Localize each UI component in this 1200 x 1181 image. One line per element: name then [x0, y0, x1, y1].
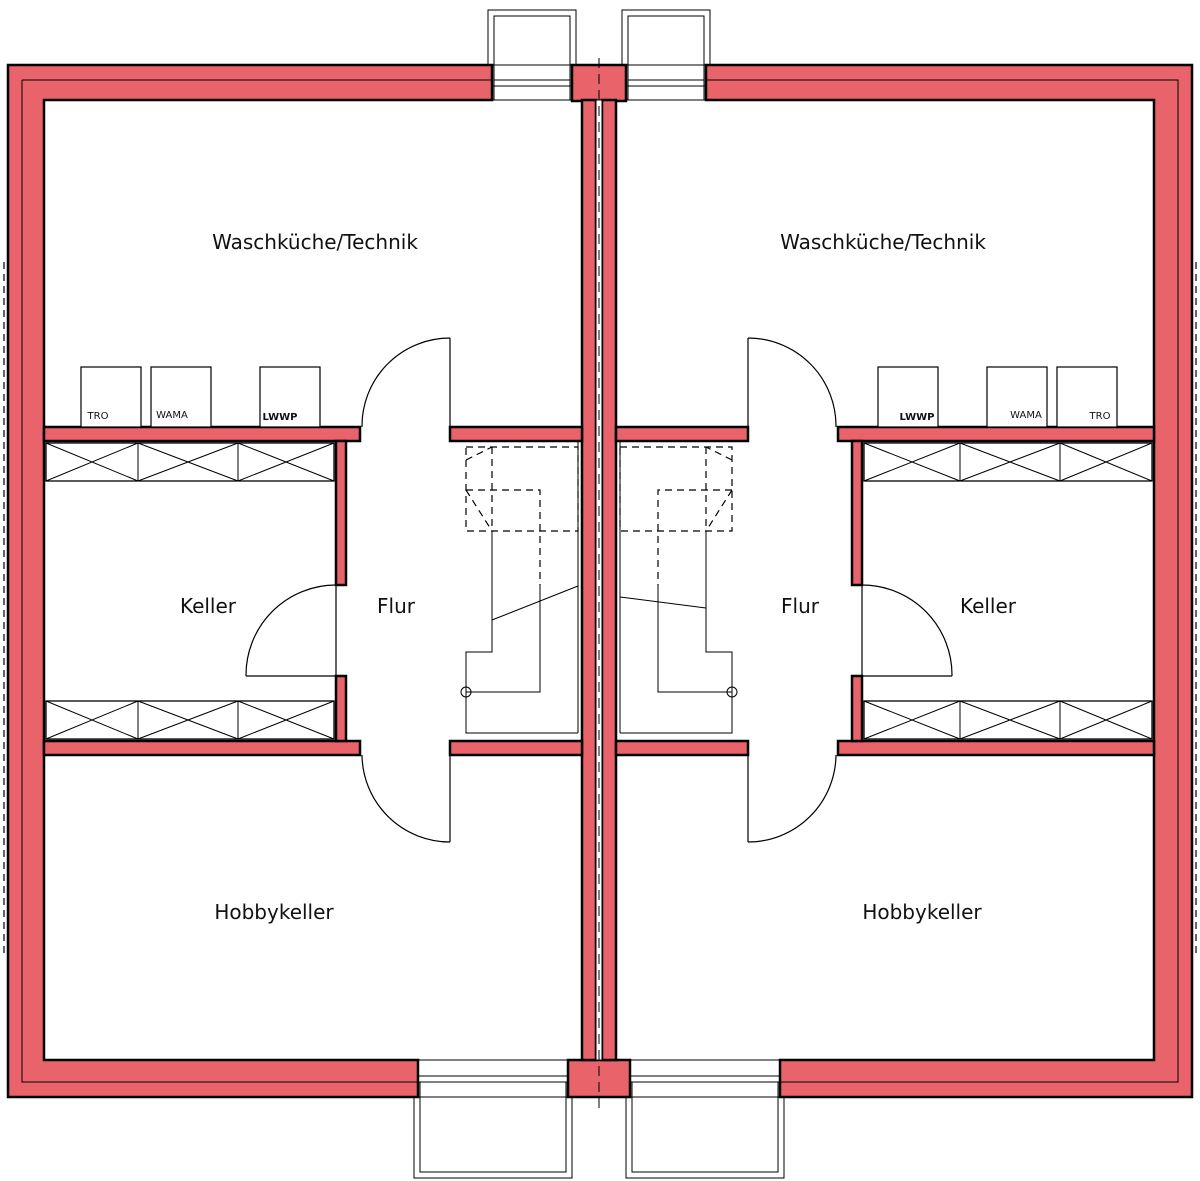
- wall-left-cellar-hobby: [42, 739, 362, 757]
- wall-right-cellar-hobby: [836, 739, 1156, 757]
- party-wall: [566, 58, 632, 1110]
- shelf-left-top: [45, 442, 335, 482]
- shelf-right-top: [863, 442, 1153, 482]
- room-label-left-laundry: Waschküche/Technik: [212, 230, 418, 254]
- room-label-left-hobby: Hobbykeller: [214, 900, 334, 924]
- wall-left-hall-top: [448, 425, 584, 443]
- wall-left-laundry-cellar: [42, 425, 362, 443]
- appliance-right-lwwp: LWWP: [877, 366, 939, 428]
- room-label-right-hobby: Hobbykeller: [862, 900, 982, 924]
- door-left-hobby: [361, 754, 451, 843]
- svg-text:LWWP: LWWP: [263, 412, 298, 423]
- appliance-right-tro: TRO: [1056, 366, 1118, 428]
- appliance-left-lwwp: LWWP: [259, 366, 321, 428]
- window-top-right: [626, 64, 706, 101]
- stair-right: [619, 441, 738, 734]
- svg-text:TRO: TRO: [1089, 411, 1111, 422]
- window-bottom-right: [630, 1059, 780, 1098]
- shelf-left-bottom: [45, 700, 335, 740]
- wall-right-laundry-cellar: [836, 425, 1156, 443]
- room-label-right-laundry: Waschküche/Technik: [780, 230, 986, 254]
- stair-left: [460, 441, 579, 734]
- appliance-left-wama: WAMA: [150, 366, 212, 428]
- room-label-left-hall: Flur: [377, 594, 416, 618]
- door-left-laundry: [361, 337, 451, 428]
- appliance-right-wama: WAMA: [986, 366, 1048, 428]
- light-well-bottom-right: [625, 1081, 785, 1179]
- wall-left-hall-bottom: [448, 739, 584, 757]
- shelf-right-bottom: [863, 700, 1153, 740]
- wall-left-cellar-lower: [334, 674, 348, 743]
- door-left-cellar: [245, 584, 337, 677]
- window-bottom-left: [418, 1059, 568, 1098]
- wall-right-cellar-lower: [850, 674, 864, 743]
- svg-text:WAMA: WAMA: [156, 410, 188, 421]
- svg-text:TRO: TRO: [87, 411, 109, 422]
- door-right-laundry: [747, 337, 837, 428]
- wall-right-hall-bottom: [614, 739, 750, 757]
- room-label-right-cellar: Keller: [960, 594, 1017, 618]
- window-top-left: [492, 64, 572, 101]
- light-well-bottom-left: [413, 1081, 573, 1179]
- door-right-cellar: [861, 584, 953, 677]
- svg-text:WAMA: WAMA: [1010, 410, 1042, 421]
- svg-text:LWWP: LWWP: [900, 412, 935, 423]
- appliance-left-tro: TRO: [80, 366, 142, 428]
- wall-right-hall-top: [614, 425, 750, 443]
- wall-right-cellar-upper: [850, 439, 864, 587]
- room-label-left-cellar: Keller: [180, 594, 237, 618]
- door-right-hobby: [747, 754, 837, 843]
- room-label-right-hall: Flur: [781, 594, 820, 618]
- wall-left-cellar-upper: [334, 439, 348, 587]
